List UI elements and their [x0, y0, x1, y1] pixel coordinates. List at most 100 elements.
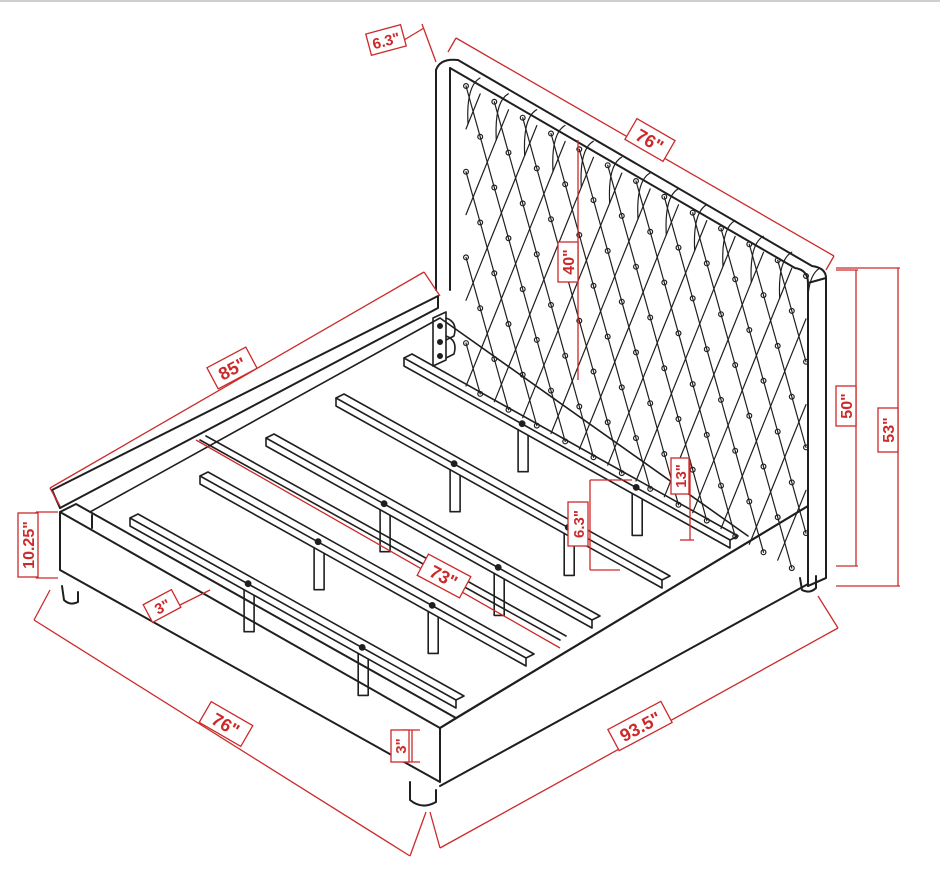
tuft-button — [689, 209, 696, 216]
tuft-button — [788, 479, 795, 486]
tuft-button — [647, 314, 654, 321]
tuft-button — [632, 435, 639, 442]
tuft-seam — [748, 404, 807, 545]
tuft-button — [547, 216, 554, 223]
headboard — [435, 58, 827, 587]
tuft-button — [717, 396, 724, 403]
headboard-bracket — [432, 311, 456, 367]
top-border — [0, 0, 940, 2]
bed-drawing — [51, 58, 827, 807]
tuft-button — [533, 165, 540, 172]
tuft-button — [732, 447, 739, 454]
tuft-button — [689, 295, 696, 302]
tuft-button — [802, 444, 809, 451]
tuft-button — [774, 428, 781, 435]
tuft-button — [505, 321, 512, 328]
tuft-button — [463, 82, 470, 89]
tuft-button — [689, 381, 696, 388]
tuft-button — [703, 260, 710, 267]
label-overall-height: 53" — [881, 417, 898, 442]
tuft-button — [505, 235, 512, 242]
tuft-button — [760, 292, 767, 299]
tuft-button — [604, 247, 611, 254]
tuft-button — [774, 257, 781, 264]
bed-slats — [129, 353, 739, 709]
tuft-seam — [522, 172, 623, 419]
label-leg-height: 3" — [393, 738, 410, 753]
label-rail-height: 10.25" — [21, 521, 38, 569]
tuft-button — [746, 412, 753, 419]
tuft-button — [477, 305, 484, 312]
tuft-seam — [635, 235, 736, 482]
tuft-channel — [750, 235, 764, 283]
tuft-seam — [748, 243, 807, 448]
tuft-button — [590, 282, 597, 289]
tuft-button — [491, 270, 498, 277]
tuft-button — [547, 301, 554, 308]
tuft-button — [576, 403, 583, 410]
tuft-channel — [807, 267, 821, 315]
slat — [199, 471, 535, 667]
tuft-button — [661, 365, 668, 372]
tuft-button — [703, 346, 710, 353]
tuft-button — [632, 349, 639, 356]
tuft-button — [746, 498, 753, 505]
tuft-button — [547, 387, 554, 394]
tuft-button — [774, 514, 781, 521]
slat — [335, 393, 671, 589]
tuft-button — [746, 241, 753, 248]
label-slat-height: 13" — [673, 464, 690, 488]
tuft-button — [590, 197, 597, 204]
tuft-seam — [493, 156, 595, 403]
tuft-button — [675, 244, 682, 251]
tuft-button — [661, 193, 668, 200]
tuft-button — [788, 393, 795, 400]
tuft-channel — [467, 77, 481, 125]
tuft-button — [576, 232, 583, 239]
tuft-button — [703, 431, 710, 438]
tuft-channel — [778, 251, 793, 299]
tuft-button — [576, 317, 583, 324]
tuft-button — [732, 276, 739, 283]
tuft-channel — [580, 140, 594, 188]
tuft-button — [477, 133, 484, 140]
tuft-button — [519, 200, 526, 207]
tuft-button — [675, 330, 682, 337]
label-headboard-height: 50" — [839, 393, 856, 418]
tuft-seam — [465, 140, 566, 387]
dimension-lines — [33, 23, 900, 857]
label-headboard-depth: 6.3" — [371, 30, 402, 54]
tuft-seam — [777, 259, 807, 363]
tuft-button — [463, 168, 470, 175]
tuft-seam — [663, 251, 765, 498]
tuft-button — [802, 358, 809, 365]
tuft-seam — [720, 318, 807, 530]
tuft-button — [760, 549, 767, 556]
tuft-seam — [607, 220, 708, 466]
tuft-channel — [722, 219, 736, 268]
tuft-channel — [608, 156, 623, 204]
tuft-button — [746, 327, 753, 334]
tuft-button — [533, 336, 540, 343]
tuft-button — [647, 400, 654, 407]
label-rail-thickness: 3" — [152, 596, 174, 618]
tuft-channel — [665, 188, 679, 236]
slat — [403, 353, 739, 549]
tuft-button — [604, 419, 611, 426]
tuft-seam — [578, 204, 680, 450]
tuft-button — [604, 162, 611, 169]
tuft-button — [604, 333, 611, 340]
tuft-button — [717, 225, 724, 232]
tuft-button — [732, 362, 739, 369]
tuft-button — [717, 311, 724, 318]
tuft-button — [661, 451, 668, 458]
tuft-button — [590, 368, 597, 375]
slat — [265, 433, 601, 629]
tuft-button — [774, 342, 781, 349]
tuft-button — [547, 130, 554, 137]
tuft-button — [788, 565, 795, 572]
tuft-seam — [692, 267, 793, 514]
tuft-button — [632, 178, 639, 185]
tuft-button — [647, 228, 654, 235]
